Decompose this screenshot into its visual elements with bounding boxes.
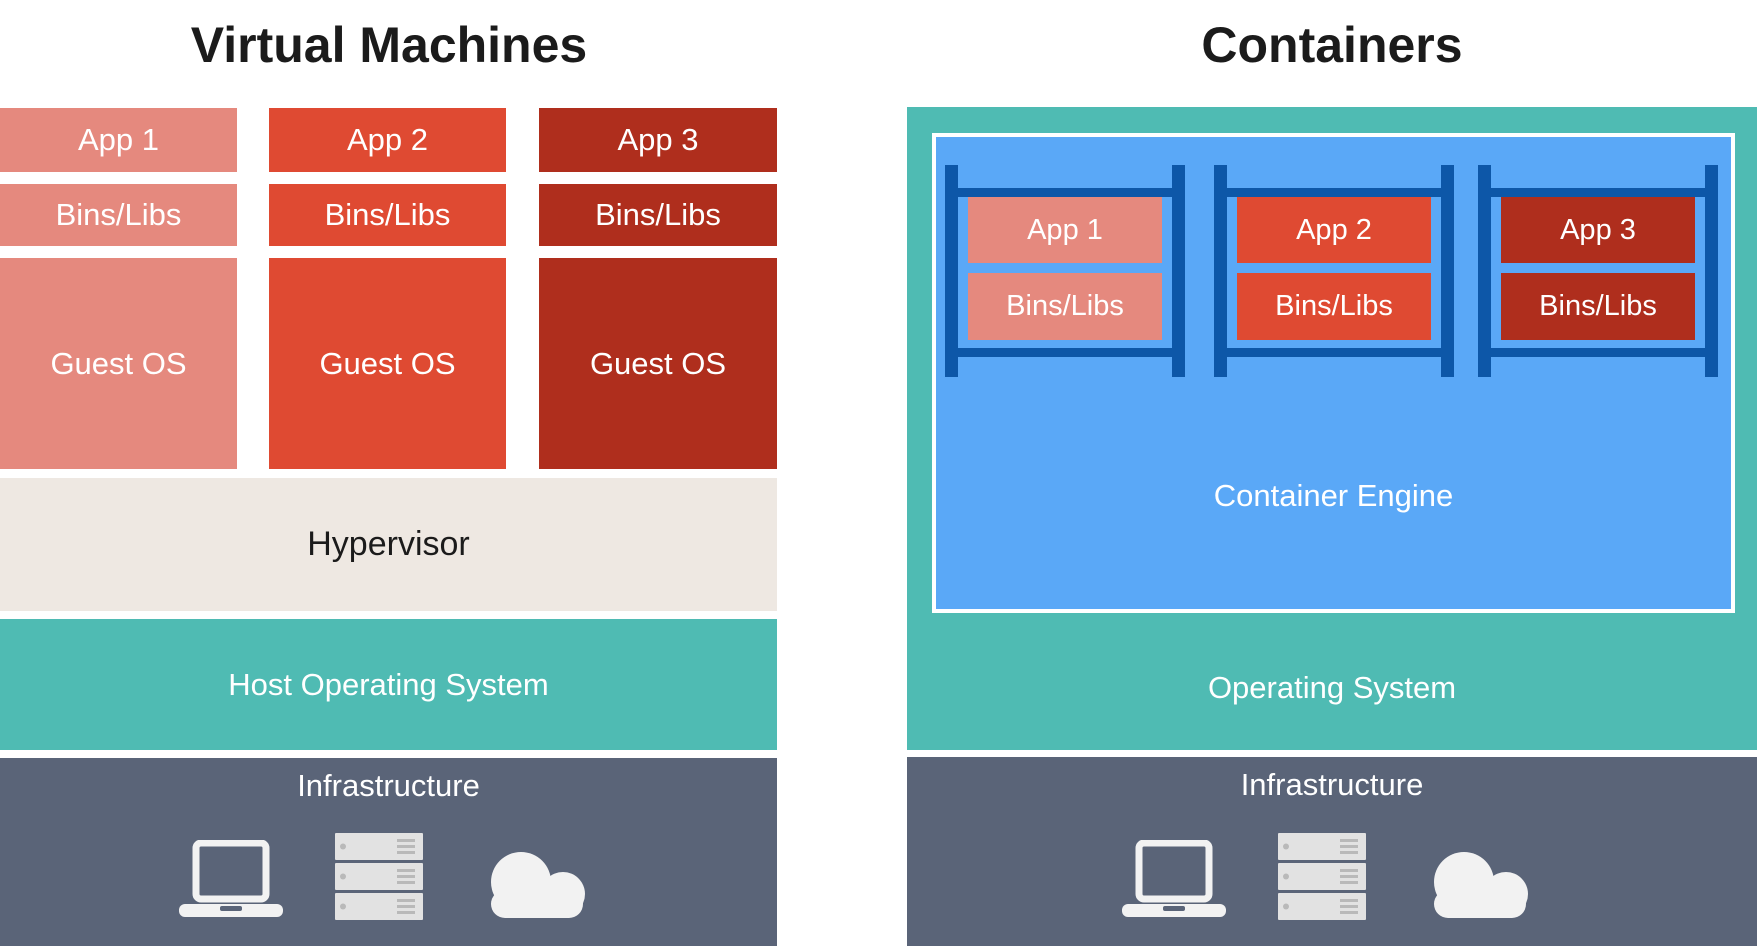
vm2-bins-libs-box: Bins/Libs: [269, 184, 506, 246]
host-operating-system-bar: Host Operating System: [0, 619, 777, 750]
container-engine-label: Container Engine: [1213, 478, 1454, 513]
rack-rail: [1491, 348, 1705, 357]
container2-app-box: App 2: [1237, 197, 1431, 263]
infrastructure-label: Infrastructure: [297, 768, 480, 803]
rack-rail: [1227, 348, 1441, 357]
vm3-app-box: App 3: [539, 108, 777, 172]
container-rack-1: App 1 Bins/Libs: [945, 165, 1185, 377]
infrastructure-icons: [0, 833, 777, 920]
container2-bins-libs-box: Bins/Libs: [1237, 273, 1431, 340]
vm1-app-box: App 1: [0, 108, 237, 172]
vm3-guest-os-box: Guest OS: [539, 258, 777, 469]
container3-app-box: App 3: [1501, 197, 1695, 263]
operating-system-label: Operating System: [1207, 670, 1457, 705]
rack-post: [1478, 165, 1491, 377]
server-icon: [1278, 833, 1366, 920]
container1-app-box: App 1: [968, 197, 1162, 263]
infrastructure-icons: [907, 833, 1757, 920]
container-rack-3: App 3 Bins/Libs: [1478, 165, 1718, 377]
laptop-icon: [178, 840, 283, 920]
rack-post: [1705, 165, 1718, 377]
rack-post: [1441, 165, 1454, 377]
rack-rail: [958, 348, 1172, 357]
virtual-machines-title: Virtual Machines: [190, 17, 588, 73]
container1-bins-libs-box: Bins/Libs: [968, 273, 1162, 340]
vm1-guest-os-box: Guest OS: [0, 258, 237, 469]
infrastructure-bar-right: Infrastructure: [907, 757, 1757, 946]
rack-rail: [1491, 188, 1705, 197]
cloud-icon: [475, 846, 599, 920]
vm1-bins-libs-box: Bins/Libs: [0, 184, 237, 246]
rack-rail: [1227, 188, 1441, 197]
container3-bins-libs-box: Bins/Libs: [1501, 273, 1695, 340]
rack-post: [1172, 165, 1185, 377]
cloud-icon: [1418, 846, 1542, 920]
rack-post: [945, 165, 958, 377]
laptop-icon: [1122, 840, 1226, 920]
rack-post: [1214, 165, 1227, 377]
infrastructure-label: Infrastructure: [1240, 767, 1424, 802]
vm2-app-box: App 2: [269, 108, 506, 172]
rack-rail: [958, 188, 1172, 197]
hypervisor-bar: Hypervisor: [0, 478, 777, 611]
vm2-guest-os-box: Guest OS: [269, 258, 506, 469]
vm3-bins-libs-box: Bins/Libs: [539, 184, 777, 246]
containers-title: Containers: [1201, 17, 1463, 73]
server-icon: [334, 833, 423, 920]
infrastructure-bar-left: Infrastructure: [0, 758, 777, 946]
container-rack-2: App 2 Bins/Libs: [1214, 165, 1454, 377]
